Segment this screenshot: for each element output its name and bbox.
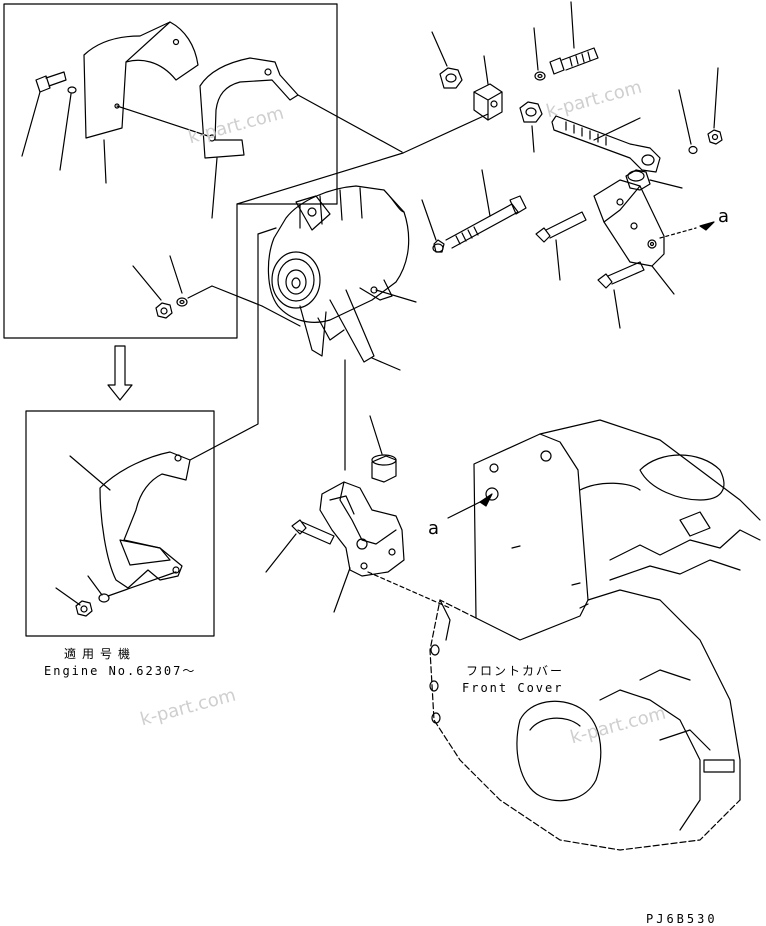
view-a-arrow-2-icon bbox=[479, 493, 493, 507]
old-cover-plate-1 bbox=[83, 21, 199, 139]
adjusting-rod bbox=[551, 115, 661, 173]
old-bolt bbox=[35, 71, 77, 94]
collar bbox=[371, 454, 397, 483]
alternator-bracket bbox=[319, 481, 405, 577]
nut-1 bbox=[439, 67, 463, 89]
washer-1 bbox=[534, 71, 546, 81]
change-arrow-icon bbox=[107, 345, 133, 401]
alternator-body bbox=[267, 185, 410, 323]
old-nut-washer bbox=[155, 297, 188, 319]
long-bolt-1 bbox=[549, 47, 599, 75]
inset-old-cover bbox=[3, 3, 338, 339]
front-cover-label-jp: フロントカバー bbox=[466, 662, 565, 679]
bolt-3 bbox=[535, 211, 587, 243]
new-nut-washer bbox=[75, 593, 110, 617]
inset-new-cover bbox=[25, 410, 215, 637]
nut-2 bbox=[519, 101, 543, 123]
adjusting-bracket bbox=[593, 179, 665, 267]
spacer-block bbox=[473, 83, 503, 121]
long-bolt-2 bbox=[432, 195, 527, 253]
washer-2 bbox=[688, 145, 698, 155]
bolt-4 bbox=[597, 261, 645, 289]
old-cover-plate-2 bbox=[199, 57, 299, 159]
applicable-label-jp: 適用号機 bbox=[64, 647, 137, 661]
pump-housing bbox=[516, 700, 602, 802]
new-cover-plate bbox=[99, 451, 191, 589]
view-a-callout-right: a bbox=[718, 206, 730, 227]
front-cover bbox=[429, 419, 761, 851]
front-cover-label-en: Front Cover bbox=[462, 681, 564, 695]
inset-new-border bbox=[25, 410, 215, 637]
spacer-sleeve bbox=[625, 169, 651, 191]
bolt-5 bbox=[291, 519, 335, 545]
alternator bbox=[267, 185, 410, 363]
applicable-engine-number: Engine No.62307～ bbox=[44, 664, 197, 678]
drawing-number: PJ6B530 bbox=[646, 912, 718, 926]
nut-3 bbox=[707, 129, 723, 145]
view-a-arrow-icon bbox=[699, 221, 715, 231]
alternator-pulley bbox=[271, 251, 321, 309]
view-a-callout-block: a bbox=[428, 518, 440, 539]
inset-old-border bbox=[3, 3, 338, 339]
